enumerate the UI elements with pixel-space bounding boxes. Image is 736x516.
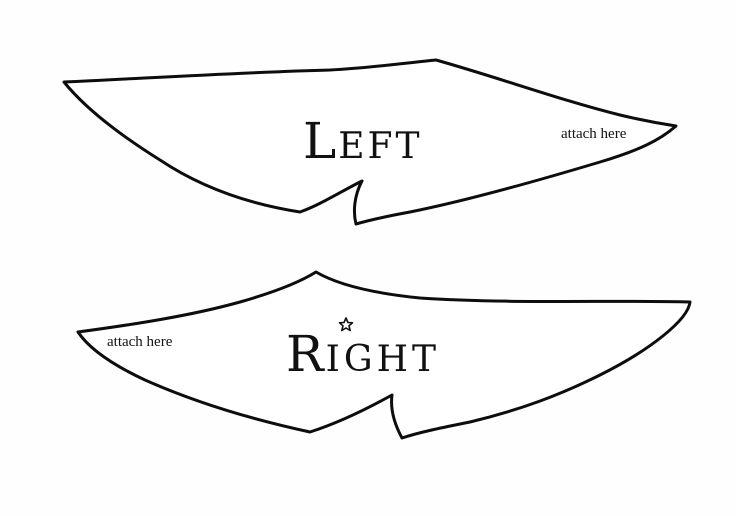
right-wing-outline [76, 270, 692, 440]
left-label: LEFT [303, 112, 422, 170]
left-rest: EFT [338, 126, 422, 167]
left-initial: L [303, 112, 336, 170]
right-rest: IGHT [326, 339, 440, 380]
left-wing-outline [62, 58, 678, 226]
right-attach-note: attach here [107, 334, 173, 350]
left-attach-note: attach here [561, 126, 627, 142]
right-label: RIGHT [286, 325, 440, 383]
star-icon [338, 317, 354, 332]
right-initial: R [286, 325, 325, 383]
